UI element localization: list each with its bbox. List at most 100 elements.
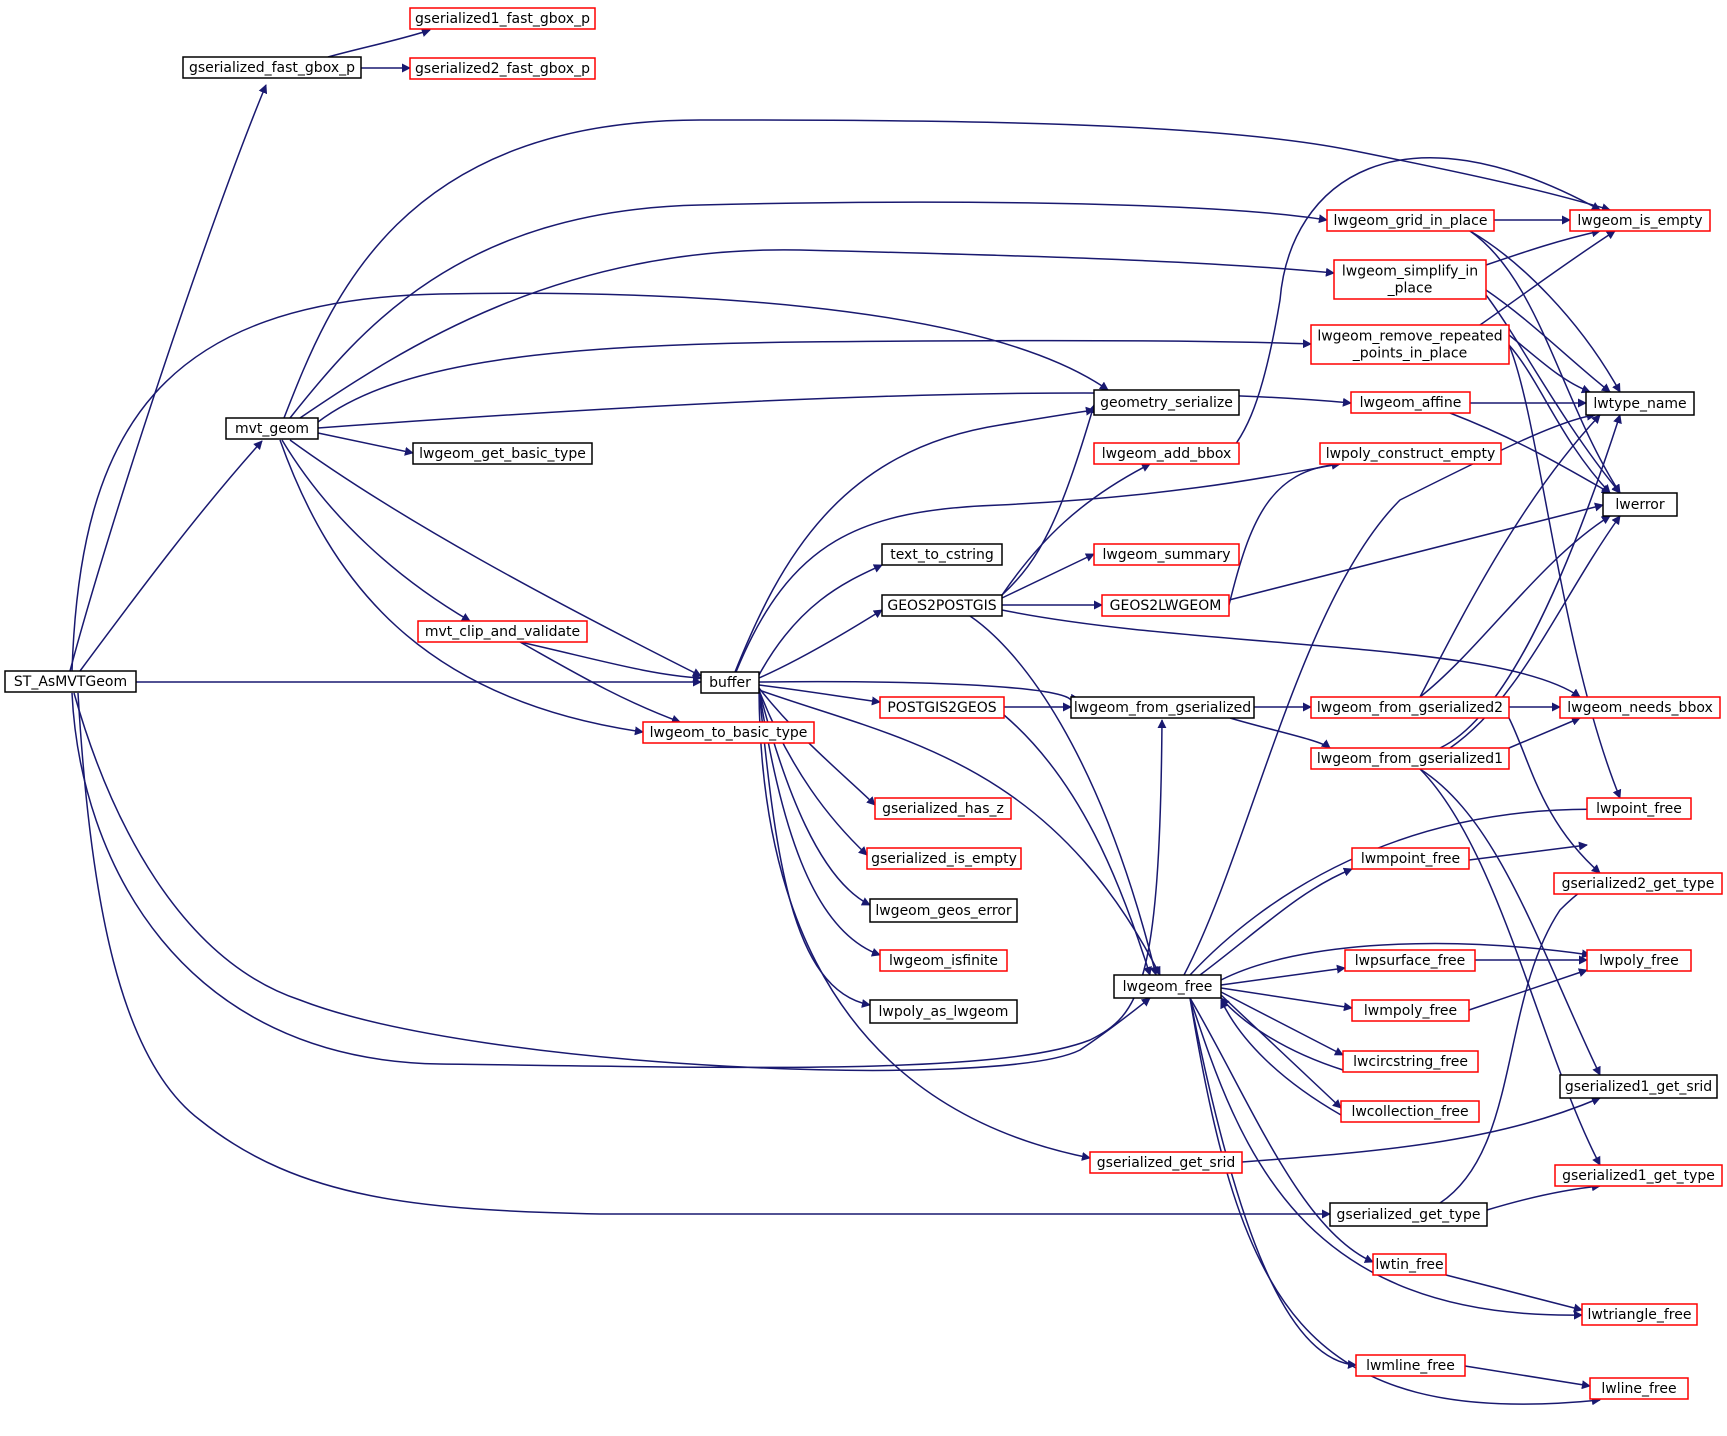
node-box — [1333, 259, 1487, 300]
node-lwpoly-free[interactable]: lwpoly_free — [1586, 949, 1692, 972]
node-lwcircstring-free[interactable]: lwcircstring_free — [1342, 1050, 1479, 1073]
call-edge — [1508, 344, 1622, 799]
node-geometry-serialize[interactable]: geometry_serialize — [1093, 389, 1240, 416]
node-box — [879, 696, 1005, 719]
node-gserialized1-get-type[interactable]: gserialized1_get_type — [1554, 1164, 1723, 1187]
node-label: lwgeom_geos_error — [875, 903, 1012, 919]
node-box — [1113, 974, 1222, 999]
node-lwline-free[interactable]: lwline_free — [1589, 1377, 1689, 1400]
node-buffer[interactable]: buffer — [700, 671, 760, 694]
node-lwgeom-affine[interactable]: lwgeom_affine — [1350, 391, 1471, 414]
node-box — [1351, 999, 1470, 1022]
call-edge — [73, 692, 1151, 1072]
node-box — [1319, 442, 1502, 465]
call-edge — [1220, 997, 1344, 1071]
node-gserialized-has-z[interactable]: gserialized_has_z — [874, 797, 1012, 820]
node-lwmpoly-free[interactable]: lwmpoly_free — [1351, 999, 1470, 1022]
call-edge — [1001, 609, 1581, 698]
call-edge — [1001, 404, 1097, 596]
node-label: geometry_serialize — [1100, 395, 1233, 411]
call-edge — [1189, 997, 1583, 1320]
node-label: lwtype_name — [1593, 396, 1686, 412]
node-gserialized2-get-type[interactable]: gserialized2_get_type — [1553, 872, 1723, 895]
call-edge — [1220, 999, 1342, 1116]
node-lwgeom-simplify-in-place[interactable]: lwgeom_simplify_in_place — [1333, 259, 1487, 300]
node-gserialized1-get-srid[interactable]: gserialized1_get_srid — [1559, 1074, 1718, 1099]
node-lwgeom-get-basic-type[interactable]: lwgeom_get_basic_type — [412, 442, 593, 465]
node-label: gserialized1_get_type — [1562, 1168, 1715, 1184]
node-lwgeom-from-gserialized[interactable]: lwgeom_from_gserialized — [1070, 696, 1255, 719]
node-lwgeom-is-empty[interactable]: lwgeom_is_empty — [1569, 209, 1711, 232]
node-box — [417, 620, 588, 643]
node-label: GEOS2LWGEOM — [1110, 598, 1222, 614]
call-edge — [1469, 230, 1621, 494]
node-box — [1342, 1050, 1479, 1073]
call-edge — [519, 641, 702, 683]
node-lwtin-free[interactable]: lwtin_free — [1372, 1253, 1447, 1276]
node-text-to-cstring[interactable]: text_to_cstring — [881, 543, 1003, 566]
node-box — [1553, 872, 1723, 895]
node-label: _place — [1387, 281, 1433, 297]
node-gserialized1-fast-gbox-p[interactable]: gserialized1_fast_gbox_p — [409, 7, 596, 30]
node-box — [874, 797, 1012, 820]
node-lwmpoint-free[interactable]: lwmpoint_free — [1351, 847, 1470, 870]
node-gserialized-is-empty[interactable]: gserialized_is_empty — [866, 847, 1022, 870]
node-lwcollection-free[interactable]: lwcollection_free — [1340, 1100, 1480, 1123]
node-label: lwmpoly_free — [1364, 1003, 1457, 1019]
node-mvt-clip-and-validate[interactable]: mvt_clip_and_validate — [417, 620, 588, 643]
call-edge — [1419, 768, 1601, 1076]
node-lwgeom-from-gserialized2[interactable]: lwgeom_from_gserialized2 — [1310, 696, 1510, 719]
node-lwgeom-add-bbox[interactable]: lwgeom_add_bbox — [1093, 442, 1240, 465]
node-lwgeom-free[interactable]: lwgeom_free — [1113, 974, 1222, 999]
node-lwgeom-to-basic-type[interactable]: lwgeom_to_basic_type — [642, 721, 815, 744]
node-lwgeom-isfinite[interactable]: lwgeom_isfinite — [879, 949, 1008, 972]
node-st-asmvtgeom[interactable]: ST_AsMVTGeom — [4, 670, 137, 693]
node-lwpsurface-free[interactable]: lwpsurface_free — [1344, 949, 1476, 972]
node-label: lwpoint_free — [1596, 801, 1682, 817]
node-geos2postgis[interactable]: GEOS2POSTGIS — [881, 594, 1003, 617]
call-edge — [283, 119, 1611, 419]
node-gserialized-get-type[interactable]: gserialized_get_type — [1329, 1202, 1488, 1227]
node-lwpoly-as-lwgeom[interactable]: lwpoly_as_lwgeom — [869, 999, 1018, 1024]
call-edge — [1219, 157, 1601, 465]
node-gserialized2-fast-gbox-p[interactable]: gserialized2_fast_gbox_p — [409, 57, 596, 80]
node-label: lwgeom_free — [1123, 979, 1213, 995]
call-edge — [758, 689, 1161, 976]
call-edge — [1469, 230, 1621, 393]
node-label: lwgeom_simplify_in — [1342, 264, 1478, 280]
node-label: lwmline_free — [1366, 1358, 1455, 1374]
node-box — [1350, 391, 1471, 414]
node-lwpoint-free[interactable]: lwpoint_free — [1586, 797, 1692, 820]
node-box — [1093, 442, 1240, 465]
call-nodes: ST_AsMVTGeomgserialized_fast_gbox_pgseri… — [4, 7, 1723, 1400]
node-box — [1101, 594, 1230, 617]
node-label: gserialized_fast_gbox_p — [189, 60, 355, 76]
node-lwtriangle-free[interactable]: lwtriangle_free — [1581, 1303, 1698, 1326]
node-label: mvt_geom — [235, 421, 309, 437]
call-edge — [735, 460, 1341, 673]
node-lwtype-name[interactable]: lwtype_name — [1585, 391, 1695, 416]
node-lwgeom-geos-error[interactable]: lwgeom_geos_error — [869, 898, 1018, 923]
node-gserialized-fast-gbox-p[interactable]: gserialized_fast_gbox_p — [182, 56, 362, 79]
node-box — [866, 847, 1022, 870]
node-geos2lwgeom[interactable]: GEOS2LWGEOM — [1101, 594, 1230, 617]
node-label: gserialized_has_z — [882, 801, 1004, 817]
call-edge — [299, 249, 1335, 419]
call-edge — [1449, 412, 1611, 494]
node-lwpoly-construct-empty[interactable]: lwpoly_construct_empty — [1319, 442, 1502, 465]
node-lwgeom-remove-repeated-points-in-place[interactable]: lwgeom_remove_repeated_points_in_place — [1310, 324, 1510, 365]
node-lwgeom-grid-in-place[interactable]: lwgeom_grid_in_place — [1326, 209, 1495, 232]
node-lwmline-free[interactable]: lwmline_free — [1355, 1354, 1466, 1377]
call-edge — [289, 201, 1328, 419]
node-lwgeom-summary[interactable]: lwgeom_summary — [1093, 543, 1240, 566]
call-edge — [1220, 991, 1344, 1056]
node-postgis2geos[interactable]: POSTGIS2GEOS — [879, 696, 1005, 719]
node-lwgeom-needs-bbox[interactable]: lwgeom_needs_bbox — [1559, 696, 1721, 719]
node-gserialized-get-srid[interactable]: gserialized_get_srid — [1089, 1151, 1243, 1174]
node-label: gserialized_get_type — [1337, 1207, 1481, 1223]
node-lwgeom-from-gserialized1[interactable]: lwgeom_from_gserialized1 — [1310, 747, 1510, 770]
node-mvt-geom[interactable]: mvt_geom — [225, 417, 319, 440]
node-box — [1340, 1100, 1480, 1123]
node-lwerror[interactable]: lwerror — [1602, 492, 1678, 517]
node-label: lwmpoint_free — [1361, 851, 1460, 867]
